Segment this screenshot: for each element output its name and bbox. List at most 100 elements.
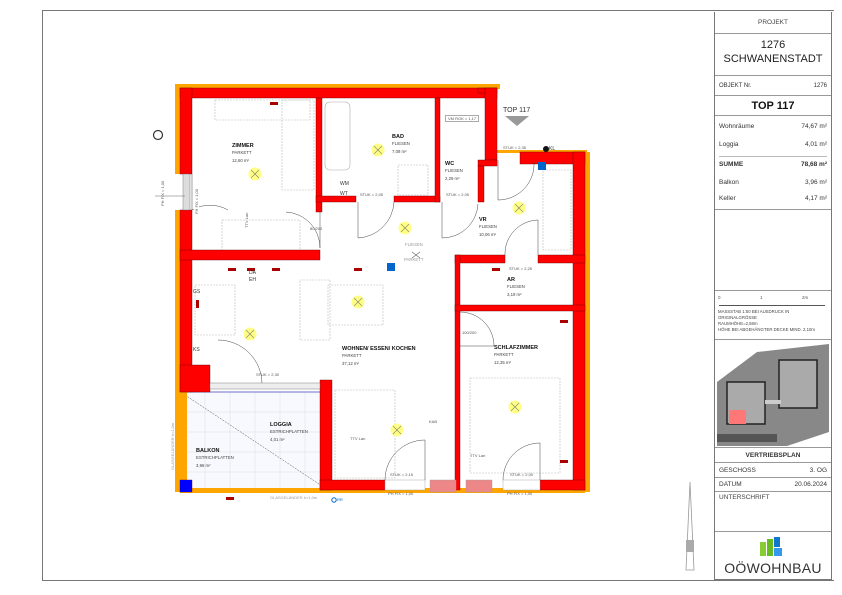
room-area: 37,12 m²	[342, 361, 359, 367]
room-wc: WC FLIESEN 2,29 m²	[445, 161, 463, 183]
room-area: 3,96 m²	[196, 463, 211, 469]
dim-label: VM RGK = 1,17	[445, 115, 480, 122]
room-bad: BAD FLIESEN 7,08 m²	[392, 134, 410, 156]
scale-tick: 2m	[802, 295, 809, 300]
area-label: SUMME	[719, 161, 744, 168]
room-floor: FLIESEN	[445, 168, 463, 173]
project-number: 1276	[760, 39, 786, 51]
room-name: ZIMMER	[232, 143, 254, 149]
light-icon	[351, 295, 365, 309]
room-floor: FLIESEN	[479, 224, 497, 229]
glass-rail-label: GLASGELÄNDER h=1,0m	[270, 495, 318, 500]
door-size: 100/200	[462, 330, 477, 335]
title-block: PROJEKT 1276 SCHWANENSTADT OBJEKT Nr. 12…	[714, 12, 832, 580]
dim-label: PH FIX = 1,00	[507, 491, 533, 496]
bathtub	[324, 101, 351, 171]
area-label: Loggia	[719, 141, 739, 148]
objekt-row: OBJEKT Nr. 1276	[715, 76, 831, 96]
window-fix-label: FH FIX = 1,00	[194, 188, 199, 214]
fixture-eh: EH	[249, 277, 256, 283]
room-wohnen: WOHNEN/ ESSEN/ KOCHEN PARKETT 37,12 m²	[342, 346, 416, 368]
glass-rail-label: GLASGELÄNDER h=1,0m	[170, 422, 175, 470]
scale-bar: 0 1 2m	[715, 291, 831, 309]
room-area: 4,01 m²	[270, 437, 285, 443]
site-map-image	[717, 344, 829, 446]
top-marker-label: TOP 117	[503, 107, 531, 114]
ceiling-lights	[243, 143, 526, 437]
room-name: WC	[445, 161, 455, 167]
room-area: 2,29 m²	[445, 176, 460, 182]
scale-bar-block: 0 1 2m MASSSTAB 1:50 BEI AUSDRUCK IN ORI…	[715, 290, 831, 340]
objekt-label: OBJEKT Nr.	[719, 83, 752, 89]
floor-change-top: FLIESEN	[405, 242, 423, 247]
geschoss-label: GESCHOSS	[719, 467, 756, 474]
room-name: VR	[479, 217, 487, 223]
room-floor: ESTRICHPLATTEN	[270, 429, 308, 434]
light-icon	[508, 400, 522, 414]
fixture-kl: KL	[549, 146, 556, 152]
light-icon	[243, 327, 257, 341]
fixture-ttv: TTV Lan	[350, 436, 366, 441]
logo-text: OÖWOHNBAU	[724, 560, 822, 576]
dim-label: STUK = 2,15	[390, 472, 414, 477]
room-area: 10,06 m²	[479, 232, 496, 238]
room-balkon: BALKON ESTRICHPLATTEN 3,96 m²	[196, 448, 234, 470]
area-value: 74,67 m²	[801, 123, 827, 130]
oowohnbau-logo-icon	[760, 537, 782, 556]
fixture-rr: RR	[337, 497, 343, 502]
site-map	[715, 340, 831, 448]
loggia-area	[179, 391, 331, 493]
unterschrift-field: UNTERSCHRIFT	[715, 492, 831, 532]
unterschrift-label: UNTERSCHRIFT	[719, 494, 770, 501]
scale-tick: 1	[760, 295, 763, 300]
light-icon	[371, 143, 385, 157]
geschoss-row: GESCHOSS 3. OG	[715, 463, 831, 478]
datum-value: 20.06.2024	[794, 481, 827, 488]
fixture-ks: KS	[193, 347, 200, 353]
project-title: 1276 SCHWANENSTADT	[715, 34, 831, 76]
door-size: 80/200	[310, 226, 323, 231]
room-name: BALKON	[196, 448, 220, 454]
ceiling-height-text: RAUMHÖHE=2,58m	[718, 321, 758, 326]
fixture-ttv: TTV Lan	[244, 212, 249, 228]
room-ar: AR FLIESEN 3,19 m²	[507, 277, 525, 299]
dim-label: PH FIX = 1,00	[160, 180, 165, 206]
projekt-label: PROJEKT	[715, 12, 831, 34]
entrance-marker-icon	[505, 116, 529, 126]
page-frame	[42, 10, 834, 581]
area-value: 3,96 m²	[804, 179, 827, 186]
floor-change-bottom: PARKETT	[404, 257, 424, 262]
room-loggia: LOGGIA ESTRICHPLATTEN 4,01 m²	[270, 422, 308, 444]
area-value: 4,17 m²	[804, 195, 827, 202]
room-floor: PARKETT	[494, 352, 514, 357]
dim-label: STUK = 2,05	[446, 192, 470, 197]
room-floor: PARKETT	[342, 353, 362, 358]
plan-type: VERTRIEBSPLAN	[715, 448, 831, 463]
door-swings	[191, 160, 541, 481]
drain-pipe-icon	[152, 129, 164, 141]
fixture-da: DA	[249, 270, 256, 276]
room-schlafzimmer: SCHLAFZIMMER PARKETT 12,35 m²	[494, 345, 538, 367]
dim-label: STUK = 2,35	[503, 145, 527, 150]
light-icon	[390, 423, 404, 437]
socket-icons	[196, 102, 568, 500]
room-floor: FLIESEN	[507, 284, 525, 289]
room-floor: PARKETT	[232, 150, 252, 155]
column-marker	[180, 480, 192, 492]
light-icon	[512, 201, 526, 215]
room-name: LOGGIA	[270, 422, 292, 428]
scale-tick: 0	[718, 295, 721, 300]
room-name: WOHNEN/ ESSEN/ KOCHEN	[342, 346, 416, 352]
project-name: SCHWANENSTADT	[723, 53, 823, 65]
area-label: Balkon	[719, 179, 739, 186]
area-row: Balkon 3,96 m²	[715, 175, 831, 193]
north-arrow-icon	[685, 481, 695, 571]
room-area: 12,35 m²	[494, 360, 511, 366]
walls	[179, 87, 586, 493]
dim-label: STUK = 2,00	[510, 472, 534, 477]
area-value: 4,01 m²	[804, 141, 827, 148]
room-area: 7,08 m²	[392, 149, 407, 155]
